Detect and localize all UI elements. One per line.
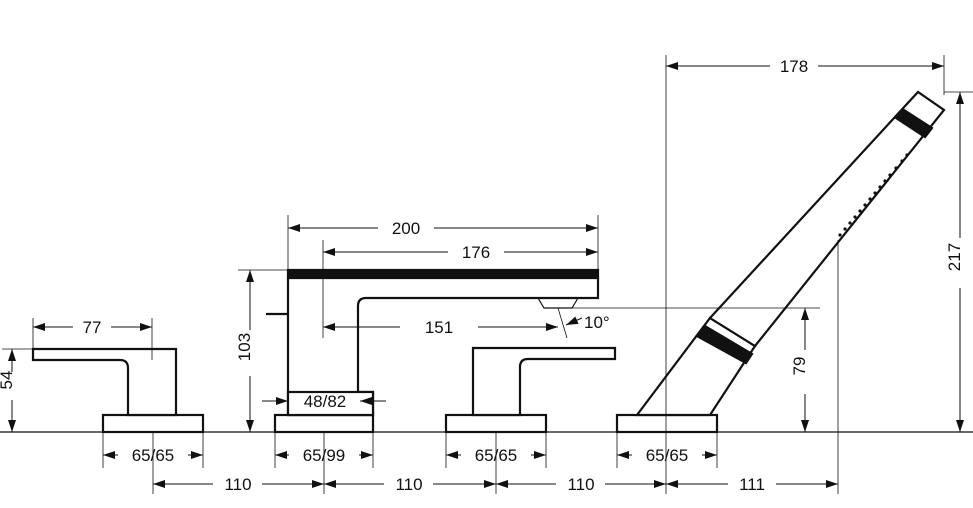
dim-spout-base: 65/99	[303, 446, 346, 465]
left-lever-body	[31, 347, 178, 417]
hand-shower-spray-holes	[838, 153, 909, 237]
dim-spacing-1: 110	[224, 475, 251, 494]
spout-ring	[286, 390, 375, 417]
dim-spout-reach: 151	[425, 318, 453, 337]
dim-shower-holder-height: 79	[790, 357, 809, 376]
left-lever-handle	[31, 347, 205, 434]
hand-shower-base-plate	[615, 413, 719, 434]
dim-spout-overall-length: 200	[392, 219, 420, 238]
hand-shower	[615, 90, 946, 434]
dim-lever-left-width: 77	[83, 318, 102, 337]
spout-top-bar	[286, 268, 600, 280]
dim-spacing-3: 110	[567, 475, 594, 494]
dim-spout-top-length: 176	[462, 243, 490, 262]
dim-spacing-2: 110	[395, 475, 422, 494]
dim-shower-reach: 178	[780, 57, 808, 76]
left-lever-base-plate	[101, 413, 205, 434]
dim-spout-angle: 10°	[584, 313, 610, 332]
right-lever-base-plate	[444, 413, 548, 434]
hand-shower-band-lower	[695, 324, 754, 365]
dim-spacing-4: 111	[739, 475, 765, 494]
hand-shower-band-upper	[894, 108, 934, 139]
dim-shower-total-height: 217	[945, 243, 964, 271]
dimension-labels: 77 54 65/65 200 176 103 151 10° 48/82 65…	[0, 57, 964, 494]
hand-shower-handle	[708, 90, 946, 348]
dim-lever-right-base: 65/65	[475, 446, 518, 465]
right-lever-body	[471, 346, 617, 417]
dim-spout-base-ring: 48/82	[304, 392, 347, 411]
right-lever-handle	[444, 346, 617, 434]
spout-base-plate	[273, 413, 375, 434]
spout-aerator	[536, 297, 580, 309]
dim-spout-height: 103	[235, 333, 254, 361]
dim-lever-left-height: 54	[0, 371, 16, 390]
dim-lever-left-base: 65/65	[132, 446, 175, 465]
dim-shower-base: 65/65	[646, 446, 689, 465]
dimension-lines	[8, 62, 964, 488]
